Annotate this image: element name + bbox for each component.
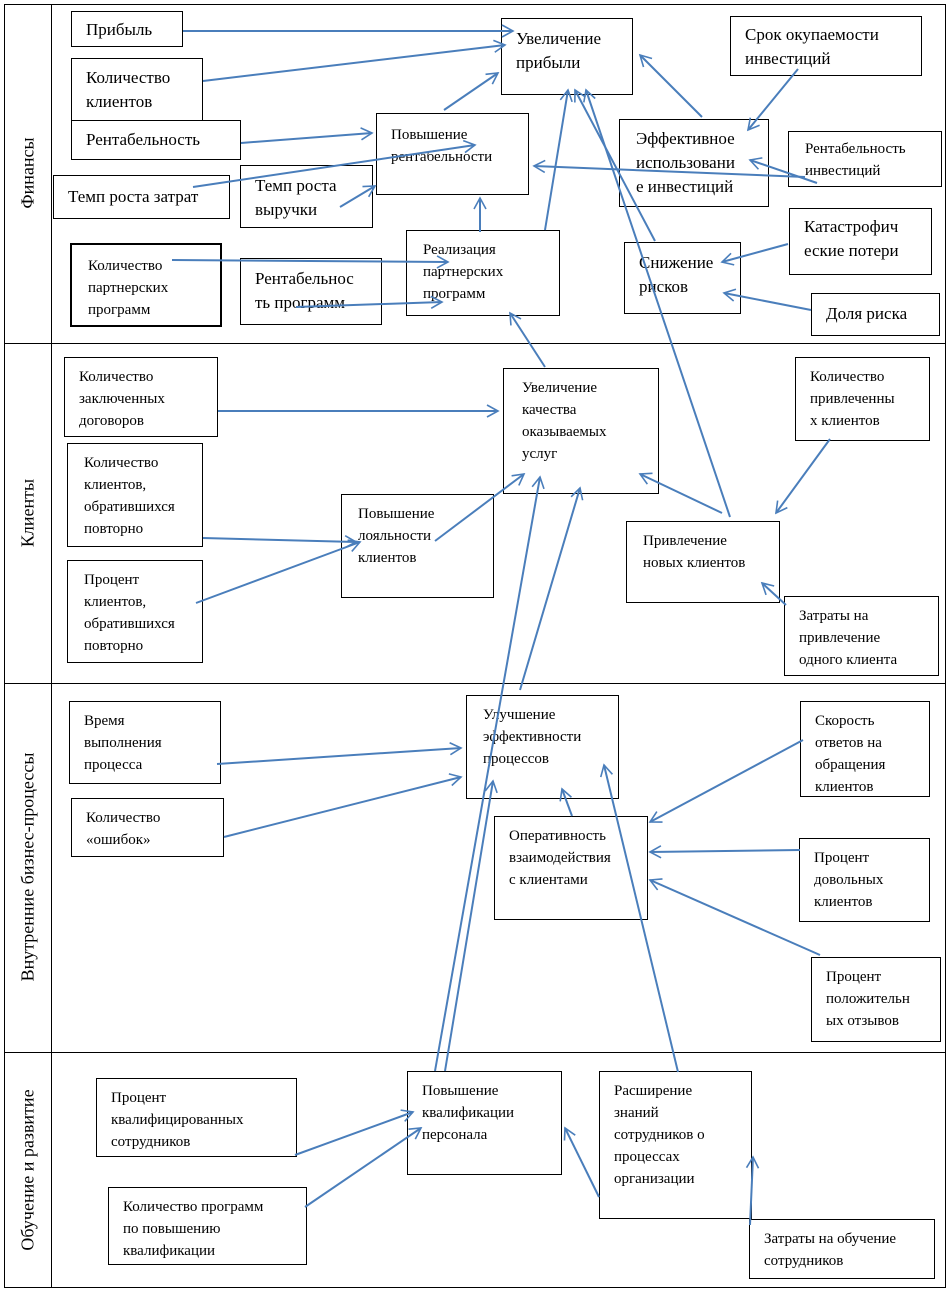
node-revenue-growth: Темп роста выручки: [240, 165, 373, 228]
node-staff-qualification: Повышение квалификации персонала: [407, 1071, 562, 1175]
node-program-profitability: Рентабельнос ть программ: [240, 258, 382, 325]
section-divider: [4, 683, 946, 684]
node-loyalty: Повышение лояльности клиентов: [341, 494, 494, 598]
node-risk-share: Доля риска: [811, 293, 940, 336]
node-partner-programs: Реализация партнерских программ: [406, 230, 560, 316]
node-training-costs: Затраты на обучение сотрудников: [749, 1219, 935, 1279]
section-label-text: Финансы: [17, 137, 38, 209]
node-increase-profit: Увеличение прибыли: [501, 18, 633, 95]
node-profitability: Рентабельность: [71, 120, 241, 160]
node-errors-count: Количество «ошибок»: [71, 798, 224, 857]
node-investment-profitability: Рентабельность инвестиций: [788, 131, 942, 187]
section-label-text: Клиенты: [17, 478, 38, 548]
node-client-interaction: Оперативность взаимодействия с клиентами: [494, 816, 648, 920]
node-service-quality: Увеличение качества оказываемых услуг: [503, 368, 659, 494]
node-effective-investment: Эффективное использовани е инвестиций: [619, 119, 769, 207]
outer-frame: [4, 4, 946, 1288]
node-contracts-count: Количество заключенных договоров: [64, 357, 218, 437]
node-process-time: Время выполнения процесса: [69, 701, 221, 784]
section-label-text: Обучение и развитие: [17, 1089, 38, 1251]
node-response-speed: Скорость ответов на обращения клиентов: [800, 701, 930, 797]
section-label-text: Внутренние бизнес-процессы: [17, 752, 38, 982]
node-client-count: Количество клиентов: [71, 58, 203, 121]
node-risk-reduction: Снижение рисков: [624, 242, 741, 314]
node-acquisition-cost: Затраты на привлечение одного клиента: [784, 596, 939, 676]
node-repeat-clients-count: Количество клиентов, обратившихся повтор…: [67, 443, 203, 547]
node-training-programs-count: Количество программ по повышению квалифи…: [108, 1187, 307, 1265]
node-process-knowledge: Расширение знаний сотрудников о процесса…: [599, 1071, 752, 1219]
section-divider: [4, 1052, 946, 1053]
label-column-divider: [51, 4, 52, 1288]
node-catastrophic-losses: Катастрофич еские потери: [789, 208, 932, 275]
node-payback-period: Срок окупаемости инвестиций: [730, 16, 922, 76]
node-qualified-staff-pct: Процент квалифицированных сотрудников: [96, 1078, 297, 1157]
node-positive-reviews: Процент положительн ых отзывов: [811, 957, 941, 1042]
node-repeat-clients-pct: Процент клиентов, обратившихся повторно: [67, 560, 203, 663]
node-profit: Прибыль: [71, 11, 183, 47]
node-cost-growth: Темп роста затрат: [53, 175, 230, 219]
node-attracted-clients-count: Количество привлеченны х клиентов: [795, 357, 930, 441]
node-new-clients: Привлечение новых клиентов: [626, 521, 780, 603]
node-satisfied-clients: Процент довольных клиентов: [799, 838, 930, 922]
section-divider: [4, 343, 946, 344]
node-increase-profitability: Повышение рентабельности: [376, 113, 529, 195]
node-partner-programs-count: Количество партнерских программ: [70, 243, 222, 327]
node-process-efficiency: Улучшение эффективности процессов: [466, 695, 619, 799]
